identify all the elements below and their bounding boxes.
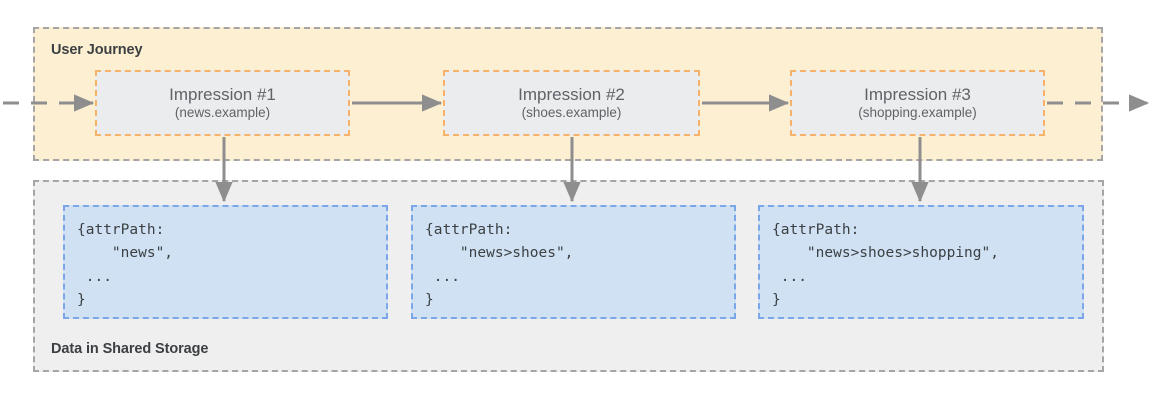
impression-2-title: Impression #2 [518,84,625,104]
storage-record-box-2: {attrPath: "news>shoes", ... } [411,205,736,319]
impression-3-origin: (shopping.example) [858,105,977,121]
impression-box-3: Impression #3 (shopping.example) [790,70,1045,136]
storage-record-3-code: {attrPath: "news>shoes>shopping", ... } [772,222,999,309]
impression-3-title: Impression #3 [864,84,971,104]
impression-1-title: Impression #1 [169,84,276,104]
storage-record-2-code: {attrPath: "news>shoes", ... } [425,222,574,309]
impression-1-origin: (news.example) [174,105,271,121]
shared-storage-label: Data in Shared Storage [51,341,209,357]
user-journey-label: User Journey [51,42,143,58]
impression-2-origin: (shoes.example) [521,105,622,121]
impression-box-2: Impression #2 (shoes.example) [443,70,700,136]
impression-box-1: Impression #1 (news.example) [95,70,350,136]
storage-record-box-3: {attrPath: "news>shoes>shopping", ... } [758,205,1084,319]
storage-record-1-code: {attrPath: "news", ... } [77,222,174,309]
storage-record-box-1: {attrPath: "news", ... } [63,205,388,319]
